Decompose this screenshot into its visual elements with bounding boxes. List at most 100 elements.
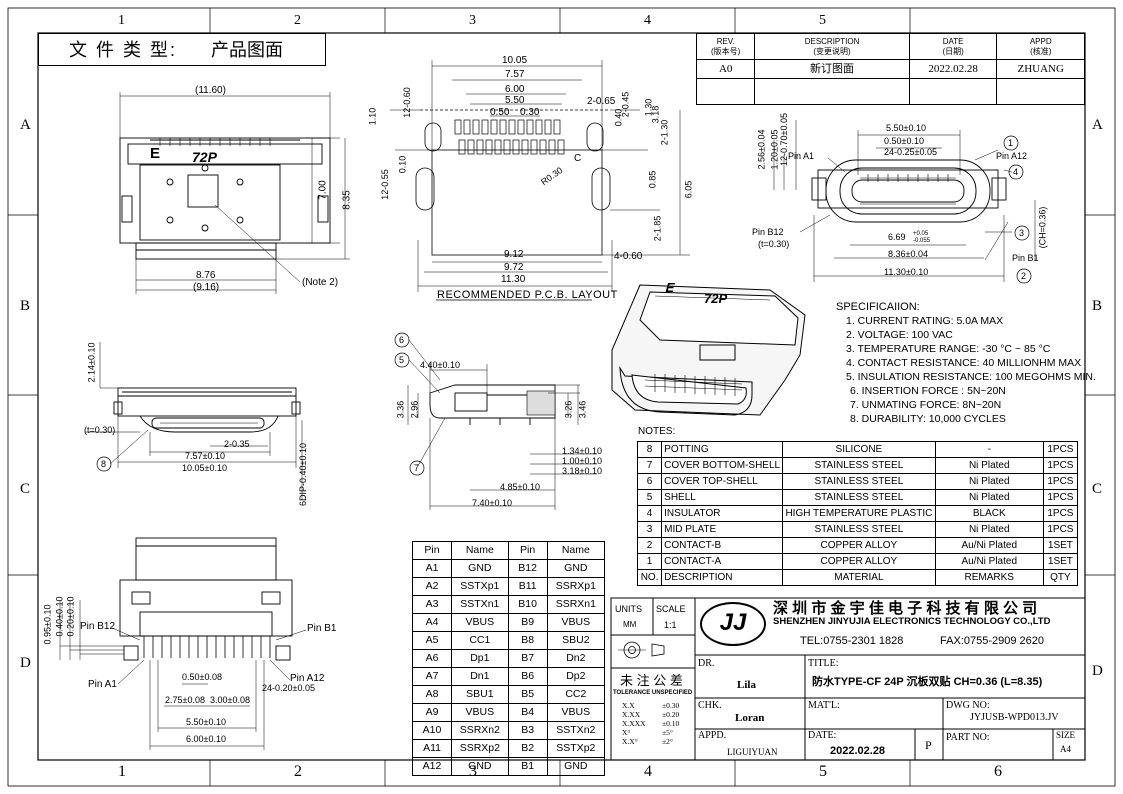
zone-row-d-left: D xyxy=(20,655,31,671)
bom-cell: 1PCS xyxy=(1042,505,1079,522)
pin-cell: B4 xyxy=(507,703,548,722)
front-tol-plus: +0.05 xyxy=(913,231,929,237)
spec-item: 4. CONTACT RESISTANCE: 40 MILLIONHM MAX xyxy=(846,357,1082,369)
front-view xyxy=(773,120,1036,284)
pin-cell: B6 xyxy=(507,667,548,686)
front-dim-1130: 11.30±0.10 xyxy=(884,267,929,277)
bom-cell: 3 xyxy=(636,521,663,538)
top-dim-width: (11.60) xyxy=(195,85,226,96)
sect-dim-346: 3.46 xyxy=(577,400,588,419)
top-mark-72p: 72P xyxy=(192,149,217,165)
sect-dim-318: 3.18±0.10 xyxy=(562,466,602,476)
bom-cell: CONTACT-A xyxy=(661,553,784,570)
bot-dim-600: 6.00±0.10 xyxy=(186,734,226,744)
balloon-8: 8 xyxy=(101,459,107,469)
pin-cell: B5 xyxy=(507,685,548,704)
tol-key: X° xyxy=(622,728,631,737)
balloon-2: 2 xyxy=(1021,271,1027,281)
scale-value: 1:1 xyxy=(664,620,677,630)
appd-value: ZHUANG xyxy=(996,59,1085,79)
tolerance-title: 未 注 公 差 xyxy=(620,673,683,688)
pcb-dim-2-065: 2-0.65 xyxy=(587,96,616,107)
top-dim-7: 7.00 xyxy=(317,180,329,200)
bot-dim-040: 0.40±0.10 xyxy=(54,596,65,637)
zone-row-a-left: A xyxy=(20,117,31,133)
iso-view xyxy=(611,284,806,416)
desc-header: DESCRIPTION xyxy=(804,36,860,46)
specification-block: SPECIFICAIION: 1. CURRENT RATING: 5.0A M… xyxy=(836,300,1096,426)
pin-cell: SSTXp1 xyxy=(451,577,509,596)
pcb-mark-c: C xyxy=(574,153,582,164)
spec-item: 3. TEMPERATURE RANGE: -30 °C ~ 85 °C xyxy=(846,343,1051,355)
appd-value: LIGUIYUAN xyxy=(727,747,778,757)
front-pin-a12: Pin A12 xyxy=(996,151,1028,161)
pin-cell: A4 xyxy=(411,613,453,632)
pcb-dim-030: 0.30 xyxy=(520,107,540,118)
bom-cell: SILICONE xyxy=(782,441,936,458)
pcb-dim-2-045: 2-0.45 xyxy=(620,91,631,118)
date-header: DATE xyxy=(942,36,964,46)
bot-dim-24-020: 24-0.20±0.05 xyxy=(262,683,315,693)
bom-cell: SHELL xyxy=(661,489,784,506)
appd-header-cn: (核准) xyxy=(1030,46,1052,56)
pin-cell: B11 xyxy=(507,577,548,596)
zone-col-4-bottom: 4 xyxy=(644,763,652,780)
side-t030: (t=0.30) xyxy=(84,425,116,435)
spec-item: 2. VOLTAGE: 100 VAC xyxy=(846,329,953,341)
bom-cell: Ni Plated xyxy=(934,473,1044,490)
front-pin-b12: Pin B12 xyxy=(752,227,784,237)
sect-dim-100: 1.00±0.10 xyxy=(562,456,602,466)
pin-cell: A6 xyxy=(411,649,453,668)
pin-cell: SSTXn1 xyxy=(451,595,509,614)
rev-header-cn: (版本号) xyxy=(711,46,741,56)
bom-cell: STAINLESS STEEL xyxy=(782,473,936,490)
bom-cell: MATERIAL xyxy=(782,569,936,586)
dr-label: DR. xyxy=(698,658,715,669)
pcb-dim-600: 6.00 xyxy=(505,84,525,95)
side-dim-6dip: 6DIP-0.40±0.10 xyxy=(297,443,308,506)
bot-pin-a1: Pin A1 xyxy=(88,679,117,690)
bom-cell: 8 xyxy=(636,441,663,458)
bom-cell: 5 xyxy=(636,489,663,506)
zone-col-1-bottom: 1 xyxy=(118,763,126,780)
bot-dim-300: 3.00±0.08 xyxy=(210,695,250,705)
bom-cell: 1PCS xyxy=(1042,441,1079,458)
rev-value: A0 xyxy=(695,59,756,79)
bom-cell: COPPER ALLOY xyxy=(782,553,936,570)
pin-cell: Pin xyxy=(411,541,453,560)
pin-cell: A1 xyxy=(411,559,453,578)
sect-dim-134: 1.34±0.10 xyxy=(562,446,602,456)
mat-label: MAT'L: xyxy=(808,700,840,711)
pin-cell: B12 xyxy=(507,559,548,578)
bom-cell: COVER TOP-SHELL xyxy=(661,473,784,490)
bot-dim-550: 5.50±0.10 xyxy=(186,717,226,727)
side-dim-214: 2.14±0.10 xyxy=(86,342,97,383)
pin-cell: A10 xyxy=(411,721,453,740)
units-label: UNITS xyxy=(615,604,642,614)
pin-cell: SSRXp2 xyxy=(451,739,509,758)
chk-label: CHK. xyxy=(698,700,722,711)
rev-header: REV. xyxy=(716,36,735,46)
pin-cell: SSTXp2 xyxy=(546,739,606,758)
pcb-dim-085: 0.85 xyxy=(647,170,658,189)
pcb-title: RECOMMENDED P.C.B. LAYOUT xyxy=(437,289,618,301)
zone-col-2-bottom: 2 xyxy=(294,763,302,780)
pin-cell: VBUS xyxy=(546,613,606,632)
sect-dim-336: 3.36 xyxy=(395,400,406,419)
company-fax: FAX:0755-2909 2620 xyxy=(940,635,1044,647)
spec-item: 7. UNMATING FORCE: 8N~20N xyxy=(850,399,1002,411)
top-view xyxy=(119,92,350,294)
